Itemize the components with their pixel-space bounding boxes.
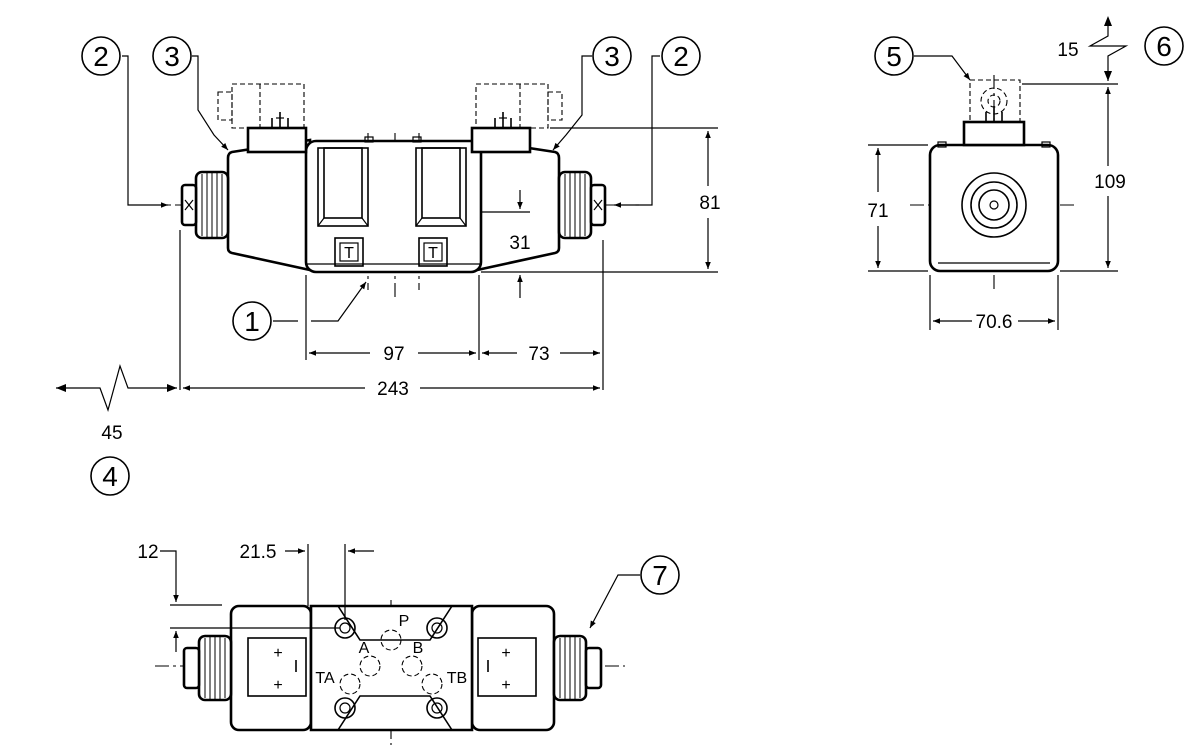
dim-45: 45	[101, 423, 122, 444]
override-label-right: T	[428, 245, 438, 262]
left-plug-connector	[231, 83, 305, 129]
svg-text:6: 6	[1156, 31, 1172, 62]
side-view: 71 109 15 70.6	[867, 16, 1129, 333]
right-knurled-nut	[557, 170, 607, 240]
dim-71: 71	[867, 201, 888, 222]
dim-73: 73	[528, 344, 549, 365]
dim-70-6: 70.6	[976, 312, 1013, 333]
dim-31: 31	[509, 233, 530, 254]
callout-1: 1	[232, 301, 272, 341]
svg-text:+: +	[501, 645, 510, 662]
port-p-label: P	[399, 613, 410, 630]
override-label-left: T	[344, 245, 354, 262]
svg-text:5: 5	[886, 41, 902, 72]
right-plug-connector	[475, 83, 549, 129]
dim-243: 243	[377, 379, 409, 400]
callout-6: 6	[1144, 26, 1184, 66]
bottom-right-knurled-nut	[552, 634, 603, 702]
left-solenoid-coil	[226, 138, 312, 272]
dim-21-5: 21.5	[240, 542, 277, 563]
callout-5: 5	[874, 36, 914, 76]
svg-text:4: 4	[102, 461, 118, 492]
manual-override-left: T	[334, 237, 364, 267]
callout-3-left: 3	[152, 36, 192, 76]
dim-109: 109	[1094, 172, 1126, 193]
svg-text:2: 2	[673, 41, 689, 72]
side-connector-base	[962, 120, 1026, 147]
valve-body	[304, 139, 483, 274]
callout-3-right: 3	[592, 36, 632, 76]
dim-81: 81	[699, 193, 720, 214]
left-connector-base	[246, 126, 308, 154]
svg-text:1: 1	[244, 306, 260, 337]
callout-7: 7	[640, 555, 680, 595]
svg-text:+: +	[273, 645, 282, 662]
dim-97: 97	[383, 344, 404, 365]
port-ta-label: TA	[315, 670, 335, 687]
port-b-label: B	[413, 640, 424, 657]
side-plug-connector	[969, 79, 1021, 123]
bottom-right-coil	[470, 604, 556, 732]
port-a-label: A	[359, 640, 370, 657]
bottom-left-knurled-nut	[182, 634, 233, 702]
left-knurled-nut	[180, 170, 230, 240]
callout-4: 4	[90, 456, 130, 496]
right-connector-base	[470, 126, 532, 154]
side-body	[928, 143, 1060, 273]
bottom-view: + + + + P A B TA TB	[137, 542, 640, 745]
callout-2-right: 2	[661, 36, 701, 76]
bottom-left-coil	[229, 604, 313, 732]
svg-text:+: +	[273, 677, 282, 694]
manual-override-right: T	[418, 237, 448, 267]
callout-2-left: 2	[81, 36, 121, 76]
front-view: T T	[56, 55, 721, 444]
svg-text:2: 2	[93, 41, 109, 72]
svg-text:+: +	[501, 677, 510, 694]
dim-15: 15	[1057, 40, 1078, 61]
svg-text:3: 3	[164, 41, 180, 72]
svg-text:7: 7	[652, 560, 668, 591]
port-tb-label: TB	[447, 670, 467, 687]
dim-12: 12	[137, 542, 158, 563]
svg-text:3: 3	[604, 41, 620, 72]
